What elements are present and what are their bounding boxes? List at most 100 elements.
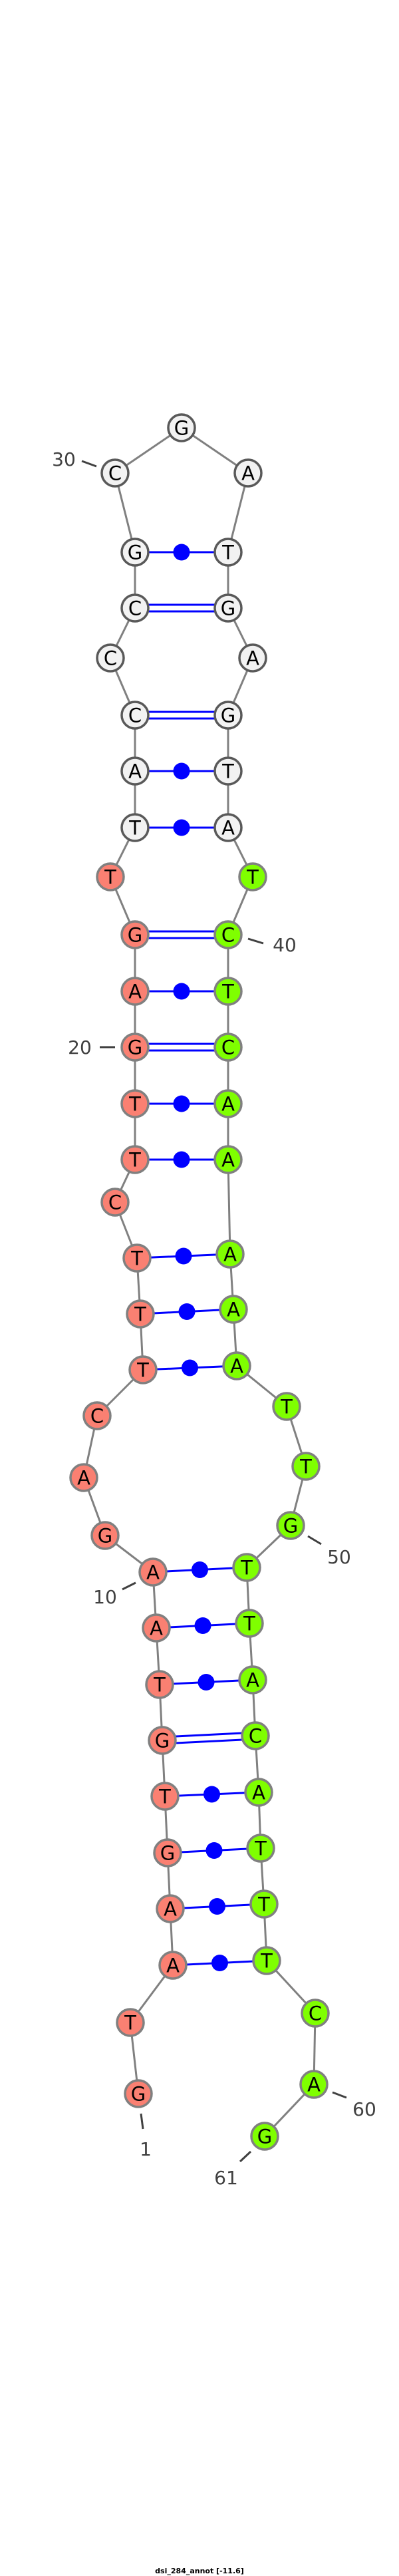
nucleotide-letter: A: [307, 2074, 321, 2096]
nucleotide-circle: [120, 701, 150, 730]
nucleotide-circle: [120, 1033, 150, 1062]
position-tick: [247, 937, 264, 945]
nucleotide-circle: [213, 756, 243, 786]
nucleotide-letter: T: [124, 2012, 136, 2034]
nucleotide-44: A: [213, 1145, 243, 1174]
nucleotide-33: T: [213, 538, 243, 567]
nucleotide-circle: [120, 538, 150, 567]
nucleotide-letter: G: [128, 924, 142, 947]
nucleotide-letter: T: [243, 1613, 255, 1635]
nucleotide-circle: [299, 2070, 329, 2099]
nucleotide-circle: [126, 1299, 155, 1329]
nucleotide-letter: G: [98, 1525, 112, 1547]
nucleotide-letter: T: [260, 1950, 273, 1973]
nucleotide-circle: [213, 977, 243, 1006]
nucleotide-circle: [96, 862, 125, 891]
nucleotide-circle: [213, 538, 243, 567]
nucleotide-letter: G: [128, 542, 142, 564]
base-pair-4-57: [170, 1898, 265, 1915]
nucleotide-circle: [128, 1355, 158, 1384]
nucleotide-circle: [124, 2079, 153, 2108]
nucleotide-6: T: [150, 1782, 180, 1811]
nucleotide-letter: A: [230, 1355, 243, 1378]
nucleotide-letter: A: [246, 1669, 259, 1692]
nucleotide-letter: A: [241, 462, 255, 485]
base-pair-8-53: [159, 1674, 253, 1690]
nucleotide-58: T: [252, 1946, 281, 1975]
nucleotide-30: C: [100, 458, 130, 488]
nucleotide-circle: [301, 1999, 330, 2028]
nucleotide-circle: [153, 1838, 182, 1867]
nucleotides: GTAAGTGTAAGACTTTCTTGAGTTACCCGCGATGAGTATC…: [69, 413, 330, 2151]
nucleotide-circle: [90, 1521, 120, 1550]
base-pair-21-41: [135, 983, 228, 1000]
nucleotide-circle: [158, 1951, 188, 1980]
position-tick: [140, 2113, 144, 2130]
nucleotide-56: T: [246, 1834, 275, 1863]
nucleotide-circle: [148, 1726, 177, 1755]
nucleotide-letter: A: [150, 1617, 163, 1640]
nucleotide-letter: T: [158, 1786, 171, 1808]
pair-dot: [182, 1359, 198, 1376]
position-label-50: 50: [327, 1546, 351, 1568]
nucleotide-circle: [244, 1778, 273, 1807]
pair-dot: [192, 1561, 208, 1578]
nucleotide-letter: C: [104, 647, 117, 670]
nucleotide-letter: G: [174, 417, 189, 440]
nucleotide-57: T: [249, 1889, 279, 1919]
nucleotide-letter: A: [164, 1898, 177, 1921]
nucleotide-circle: [213, 701, 243, 730]
nucleotide-letter: C: [309, 2003, 322, 2025]
nucleotide-letter: C: [221, 1037, 235, 1059]
nucleotide-letter: G: [257, 2126, 272, 2148]
position-label-10: 10: [93, 1586, 117, 1608]
pair-dot: [173, 819, 190, 836]
base-pair-18-44: [135, 1151, 228, 1168]
nucleotide-circle: [100, 458, 130, 488]
nucleotide-circle: [120, 593, 150, 623]
nucleotide-circle: [96, 643, 125, 673]
pair-dot: [205, 1842, 223, 1859]
nucleotide-61: G: [250, 2122, 279, 2151]
nucleotide-51: T: [232, 1553, 261, 1582]
nucleotide-circle: [238, 1665, 267, 1694]
nucleotide-32: A: [233, 458, 263, 488]
position-label-61: 61: [214, 2167, 238, 2189]
nucleotide-circle: [241, 1721, 270, 1750]
nucleotide-circle: [69, 1463, 98, 1492]
nucleotide-40: C: [213, 920, 243, 949]
nucleotide-letter: A: [223, 1243, 237, 1266]
nucleotide-17: C: [100, 1188, 130, 1217]
nucleotide-letter: C: [128, 597, 142, 620]
nucleotide-letter: T: [130, 1247, 143, 1270]
nucleotide-letter: A: [221, 1149, 235, 1172]
base-pair-14-47: [142, 1359, 237, 1376]
nucleotide-circle: [215, 1239, 245, 1269]
nucleotide-45: A: [215, 1239, 245, 1269]
nucleotide-letter: G: [131, 2083, 146, 2106]
nucleotide-2: T: [116, 2008, 145, 2037]
nucleotide-letter: A: [77, 1467, 90, 1490]
nucleotide-circle: [213, 1089, 243, 1118]
pair-line: [162, 1731, 255, 1738]
nucleotide-circle: [246, 1834, 275, 1863]
base-pairs: [135, 544, 267, 1971]
nucleotide-19: T: [120, 1089, 150, 1118]
nucleotide-41: T: [213, 977, 243, 1006]
nucleotide-letter: A: [227, 1299, 240, 1321]
nucleotide-letter: T: [246, 866, 259, 889]
nucleotide-20: G: [120, 1033, 150, 1062]
base-pair-10-51: [152, 1561, 247, 1578]
nucleotide-letter: T: [221, 981, 234, 1003]
nucleotide-49: T: [291, 1452, 321, 1481]
nucleotide-circle: [219, 1295, 248, 1324]
nucleotide-39: T: [238, 862, 267, 891]
nucleotide-letter: T: [221, 760, 234, 783]
nucleotide-31: G: [167, 413, 196, 442]
nucleotide-letter: G: [128, 1037, 142, 1059]
nucleotide-circle: [233, 458, 263, 488]
nucleotide-letter: G: [221, 597, 235, 620]
nucleotide-34: G: [213, 593, 243, 623]
nucleotide-letter: G: [221, 705, 235, 727]
base-pair-5-56: [167, 1842, 261, 1859]
